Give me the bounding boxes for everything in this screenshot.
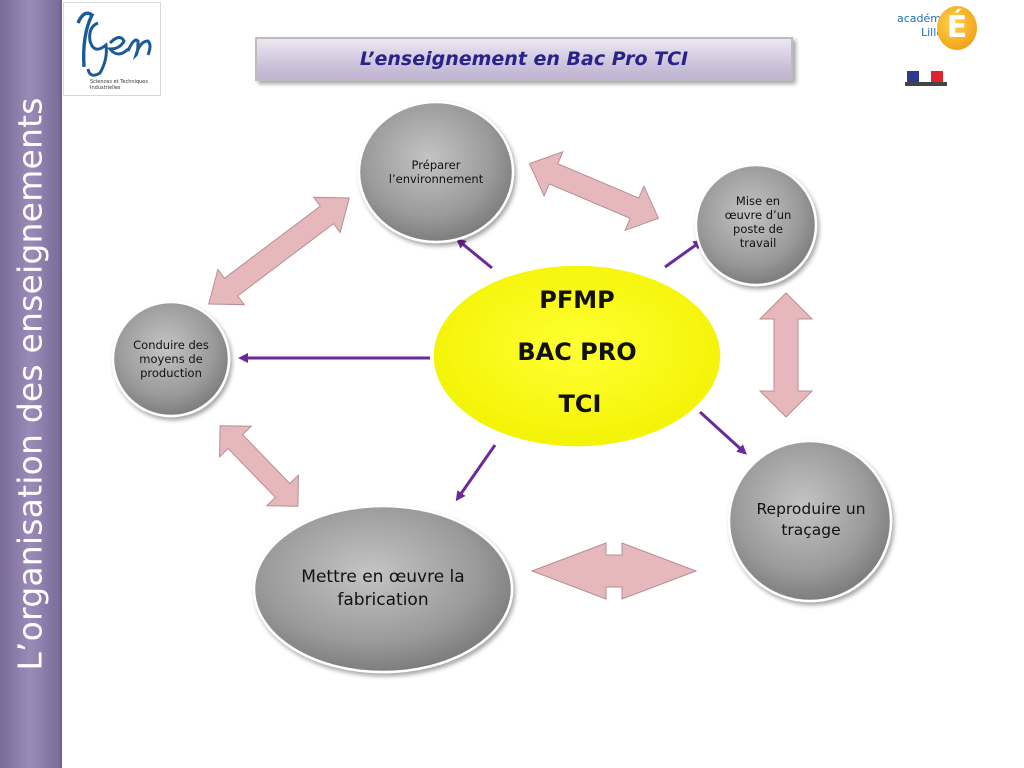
arrow-center-to-poste <box>664 239 704 269</box>
node-preparer <box>357 100 515 244</box>
academie-lille-logo: académie Lille É <box>893 0 1005 100</box>
republique-label-bar <box>905 82 947 86</box>
center-label-line-3: TCI <box>558 390 602 418</box>
center-label-line-2: BAC PRO <box>517 338 637 366</box>
double-arrow-left-bottom <box>219 425 299 507</box>
node-label-preparer: Préparer l’environnement <box>388 158 484 186</box>
igen-logo: Sciences et Techniques Industrielles <box>63 2 161 96</box>
node-center-pfmp <box>432 264 722 448</box>
logo-caption: Sciences et Techniques Industrielles <box>90 79 148 91</box>
node-reproduire <box>727 439 893 603</box>
double-arrow-top <box>528 150 660 232</box>
node-conduire <box>111 300 231 418</box>
node-label-reproduire: Reproduire un traçage <box>756 500 866 539</box>
arrow-center-to-reproduire <box>698 410 747 455</box>
center-label-line-1: PFMP <box>539 286 615 314</box>
arrow-center-to-fabrication <box>455 444 497 502</box>
igen-logo-mark <box>76 11 152 77</box>
node-label-mettre-en-oeuvre-fabrication: Mettre en œuvre la fabrication <box>301 567 465 610</box>
double-arrow-left-top <box>208 196 350 306</box>
page-title: L’enseignement en Bac Pro TCI <box>359 48 689 70</box>
header-title-box: L’enseignement en Bac Pro TCI <box>255 37 793 81</box>
french-flag-icon <box>907 68 943 83</box>
arrow-center-to-preparer <box>455 238 493 270</box>
node-mise-en-oeuvre-poste <box>694 163 818 287</box>
sidebar: L’organisation des enseignements <box>0 0 62 768</box>
node-label-mise-en-oeuvre-poste: Mise en œuvre d’un poste de travail <box>724 194 792 250</box>
academie-letter-badge: É <box>937 6 977 50</box>
node-label-conduire: Conduire des moyens de production <box>133 338 209 380</box>
double-arrow-bottom <box>530 542 698 600</box>
double-arrow-right <box>758 292 814 418</box>
node-mettre-en-oeuvre-fabrication <box>252 504 514 674</box>
